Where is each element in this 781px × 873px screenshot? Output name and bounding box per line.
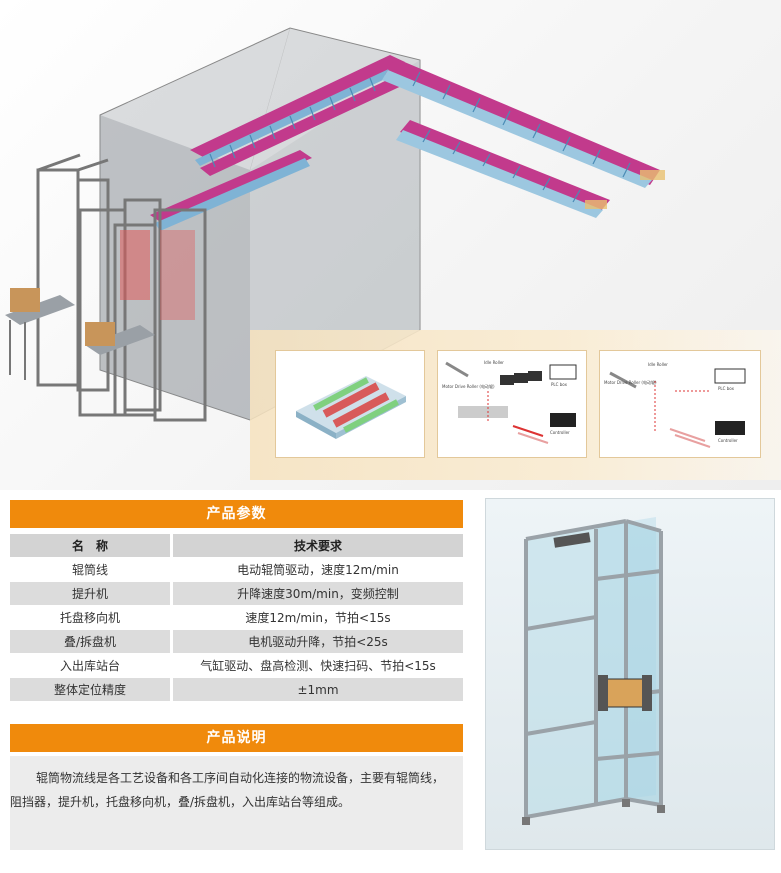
table-cell-name: 提升机 bbox=[10, 582, 170, 605]
wiring-diagram-2 bbox=[609, 368, 746, 448]
inset-label-plc-box: PLC box bbox=[551, 382, 567, 387]
hero-rendering bbox=[0, 0, 781, 490]
lift-tower-left bbox=[36, 153, 110, 392]
table-header-spec: 技术要求 bbox=[173, 534, 463, 557]
table-row: 提升机 升降速度30m/min，变频控制 bbox=[10, 582, 463, 606]
wiring-diagram-1 bbox=[445, 361, 577, 444]
lift-tower-middle bbox=[78, 198, 162, 417]
inlet-station-right bbox=[85, 322, 155, 355]
inset-label-motor-drive-roller-2: Motor Drive Roller (电动辊) bbox=[604, 380, 657, 385]
desc-box: 辊筒物流线是各工艺设备和各工序间自动化连接的物流设备，主要有辊筒线，阻挡器，提升… bbox=[10, 756, 463, 850]
table-cell-name: 辊筒线 bbox=[10, 558, 170, 581]
table-cell-name: 叠/拆盘机 bbox=[10, 630, 170, 653]
table-row: 托盘移向机 速度12m/min，节拍<15s bbox=[10, 606, 463, 630]
table-row: 入出库站台 气缸驱动、盘高检测、快速扫码、节拍<15s bbox=[10, 654, 463, 678]
table-cell-spec: 速度12m/min，节拍<15s bbox=[173, 606, 463, 629]
table-cell-name: 整体定位精度 bbox=[10, 678, 170, 701]
table-cell-name: 托盘移向机 bbox=[10, 606, 170, 629]
inset-label-idle-roller: Idle Roller bbox=[484, 360, 504, 365]
table-cell-name: 入出库站台 bbox=[10, 654, 170, 677]
table-cell-spec: 电机驱动升降，节拍<25s bbox=[173, 630, 463, 653]
desc-text: 辊筒物流线是各工艺设备和各工序间自动化连接的物流设备，主要有辊筒线，阻挡器，提升… bbox=[10, 771, 445, 809]
table-row: 辊筒线 电动辊筒驱动，速度12m/min bbox=[10, 558, 463, 582]
inlet-station-left bbox=[5, 288, 75, 380]
inset-roller-module bbox=[275, 350, 425, 458]
roller-module-illustration bbox=[296, 376, 406, 439]
inset-label-idle-roller-2: Idle Roller bbox=[648, 362, 668, 367]
inset-controller-wiring-1: Idle Roller Motor Drive Roller (电动辊) PLC… bbox=[437, 350, 587, 458]
table-cell-spec: ±1mm bbox=[173, 678, 463, 701]
params-table: 名 称 技术要求 辊筒线 电动辊筒驱动，速度12m/min 提升机 升降速度30… bbox=[10, 534, 463, 702]
lift-frame-illustration bbox=[522, 517, 665, 825]
table-cell-spec: 升降速度30m/min，变频控制 bbox=[173, 582, 463, 605]
inset-label-controller-2: Controller bbox=[718, 438, 738, 443]
right-conveyor-top bbox=[382, 58, 665, 188]
lift-machine-image bbox=[485, 498, 775, 850]
table-row: 叠/拆盘机 电机驱动升降，节拍<25s bbox=[10, 630, 463, 654]
upper-conveyor bbox=[190, 55, 410, 176]
inset-label-controller: Controller bbox=[550, 430, 570, 435]
table-cell-spec: 气缸驱动、盘高检测、快速扫码、节拍<15s bbox=[173, 654, 463, 677]
inset-label-plc-box-2: PLC box bbox=[718, 386, 734, 391]
table-header-row: 名 称 技术要求 bbox=[10, 534, 463, 558]
table-row: 整体定位精度 ±1mm bbox=[10, 678, 463, 702]
desc-section-title: 产品说明 bbox=[10, 724, 463, 752]
params-section-title: 产品参数 bbox=[10, 500, 463, 528]
inset-label-motor-drive-roller: Motor Drive Roller (电动辊) bbox=[442, 384, 495, 389]
right-conveyor-lower bbox=[396, 120, 610, 218]
lift-tower-right bbox=[113, 208, 207, 422]
lower-conveyor bbox=[150, 150, 312, 231]
table-cell-spec: 电动辊筒驱动，速度12m/min bbox=[173, 558, 463, 581]
inset-controller-wiring-2: Idle Roller Motor Drive Roller (电动辊) PLC… bbox=[599, 350, 761, 458]
table-header-name: 名 称 bbox=[10, 534, 170, 557]
